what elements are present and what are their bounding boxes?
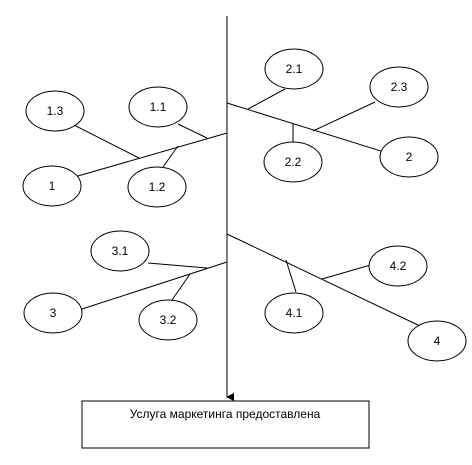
node-label: 4.1	[286, 306, 303, 320]
node-label: 2	[406, 150, 413, 164]
node-label: 3	[50, 306, 57, 320]
result-box[interactable]: Услуга маркетинга предоставлена	[81, 400, 370, 449]
node-4[interactable]: 4	[407, 320, 467, 362]
node-label: 1.1	[150, 100, 167, 114]
edge-4.1-to-4	[285, 259, 297, 293]
edge-2.1-to-2	[247, 88, 286, 110]
node-label: 4	[434, 334, 441, 348]
node-label: 1.3	[47, 104, 64, 118]
edge-3.1-to-3	[147, 262, 208, 269]
node-label: 1	[49, 179, 56, 193]
node-3.2[interactable]: 3.2	[138, 299, 198, 341]
node-3[interactable]: 3	[23, 292, 83, 334]
node-2.1[interactable]: 2.1	[264, 48, 324, 90]
node-1.1[interactable]: 1.1	[128, 86, 188, 128]
node-2.2[interactable]: 2.2	[263, 141, 323, 183]
node-4.1[interactable]: 4.1	[264, 292, 324, 334]
edge-1.3-to-1	[71, 123, 140, 159]
node-4.2[interactable]: 4.2	[368, 245, 428, 287]
node-2[interactable]: 2	[379, 136, 439, 178]
edge-2.3-to-2	[312, 101, 376, 132]
node-1.2[interactable]: 1.2	[127, 166, 187, 208]
node-label: 2.3	[391, 80, 408, 94]
node-label: 1.2	[149, 180, 166, 194]
edge-4.2-to-4	[321, 263, 375, 280]
node-label: 3.1	[112, 244, 129, 258]
node-label: 2.1	[286, 62, 303, 76]
node-label: 2.2	[285, 155, 302, 169]
edge-1-to-spine	[70, 132, 228, 179]
edge-3-to-spine	[81, 261, 228, 310]
edge-4-to-spine	[226, 233, 421, 327]
edge-2-to-spine	[226, 102, 385, 153]
node-2.3[interactable]: 2.3	[369, 66, 429, 108]
node-1[interactable]: 1	[22, 165, 82, 207]
node-3.1[interactable]: 3.1	[90, 230, 150, 272]
edge-3.2-to-3	[171, 273, 191, 301]
node-label: 4.2	[390, 259, 407, 273]
edge-1.2-to-1	[162, 145, 179, 168]
result-label: Услуга маркетинга предоставлена	[130, 407, 321, 421]
node-1.3[interactable]: 1.3	[25, 90, 85, 132]
node-label: 3.2	[160, 313, 177, 327]
edge-1.1-to-1	[177, 123, 208, 139]
